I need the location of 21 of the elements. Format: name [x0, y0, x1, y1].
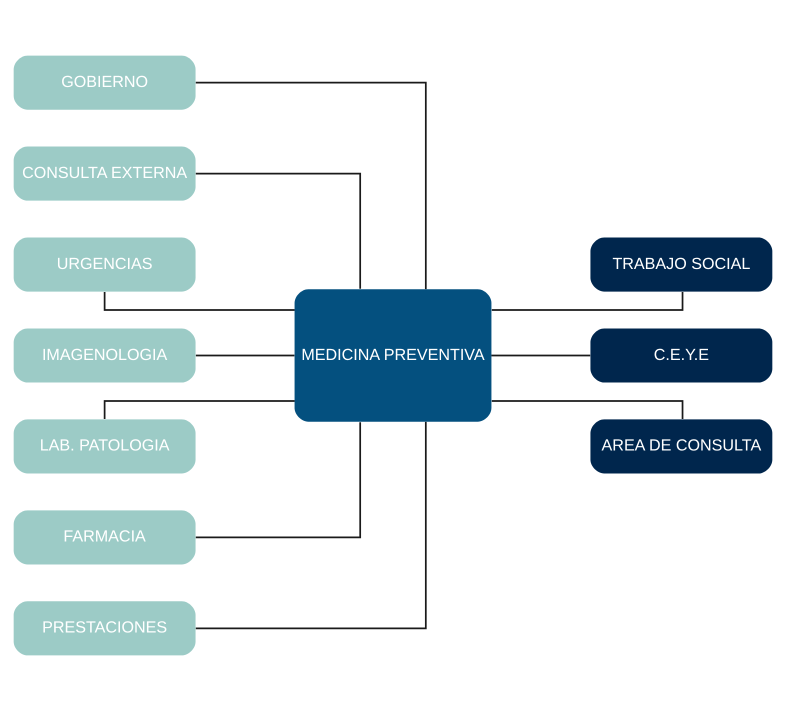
- node-box: LAB. PATOLOGIA: [13, 419, 196, 474]
- connector: [491, 292, 683, 311]
- node-box: TRABAJO SOCIAL: [590, 238, 772, 292]
- connector: [195, 354, 294, 356]
- node-box: FARMACIA: [13, 510, 196, 564]
- connector: [195, 82, 426, 290]
- connector: [490, 354, 590, 356]
- connector: [103, 400, 294, 419]
- node-box: MEDICINA PREVENTIVA: [294, 289, 491, 422]
- node-box: IMAGENOLOGIA: [13, 328, 196, 383]
- node-box: AREA DE CONSULTA: [590, 419, 772, 474]
- node-box: PRESTACIONES: [13, 601, 196, 656]
- node-box: GOBIERNO: [13, 56, 196, 110]
- connector: [195, 422, 361, 538]
- connector: [195, 422, 426, 630]
- node-box: CONSULTA EXTERNA: [13, 146, 196, 201]
- connector: [103, 292, 294, 311]
- connector: [195, 172, 361, 289]
- node-box: URGENCIAS: [13, 238, 196, 292]
- connector: [491, 400, 683, 419]
- node-box: C.E.Y.E: [590, 328, 772, 383]
